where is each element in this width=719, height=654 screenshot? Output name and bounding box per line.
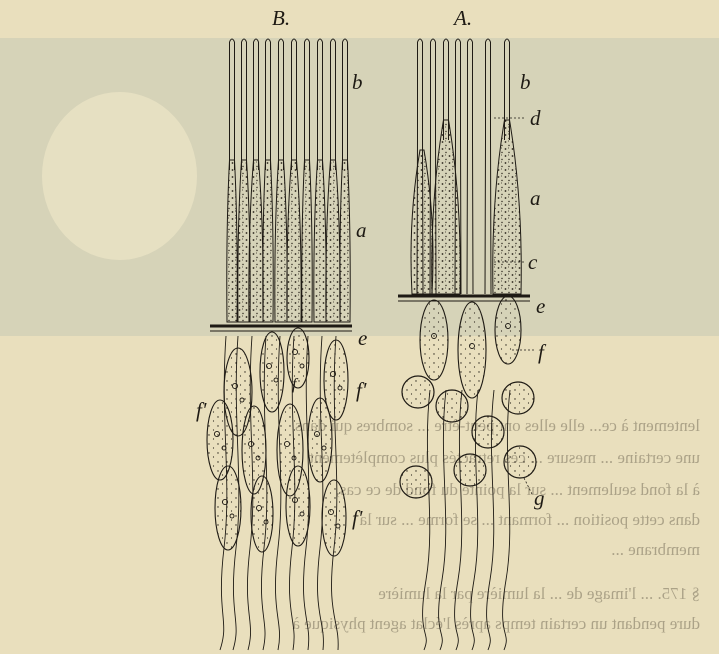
label-b-membrane: e (358, 326, 367, 351)
rod-outer-segment (242, 39, 247, 170)
nerve-fiber (423, 390, 430, 650)
cone-inner-segment (411, 150, 433, 294)
nerve-fiber (455, 390, 462, 650)
rod-outer-segment (279, 39, 284, 170)
label-b-fprime-2: f' (196, 398, 206, 423)
label-b-outer: a (356, 218, 367, 243)
rod-outer-segment (318, 39, 323, 170)
label-a-rods: b (520, 70, 531, 95)
rod-outer-segment (292, 39, 297, 170)
rod-outer-segment (343, 39, 348, 170)
label-leader (524, 478, 532, 494)
rod-outer-segment (266, 39, 271, 170)
granule-cell (472, 416, 504, 448)
label-a-f: f (538, 340, 544, 365)
spindle-cell (458, 302, 486, 398)
label-a-d: d (530, 106, 541, 131)
rod-inner-segment (326, 160, 340, 322)
panel-a-title: A. (454, 6, 472, 31)
rod-inner-segment (314, 160, 326, 322)
cell-nucleus (287, 328, 309, 388)
label-b-rods: b (352, 70, 363, 95)
rod-inner-segment (263, 160, 273, 322)
label-a-outer: a (530, 186, 541, 211)
rod-inner-segment (249, 160, 263, 322)
rod-outer-segment (468, 39, 473, 140)
cell-nucleus (286, 466, 310, 546)
rod-inner-segment (467, 140, 473, 294)
cell-nucleus (308, 398, 332, 482)
cell-nucleus (251, 476, 273, 552)
rod-inner-segment (275, 160, 287, 322)
rod-outer-segment (486, 39, 491, 140)
label-a-membrane: e (536, 294, 545, 319)
panel-b-drawing (207, 39, 352, 650)
panel-a-drawing (398, 39, 536, 650)
spindle-cell (420, 300, 448, 380)
cell-nucleus (260, 332, 284, 412)
label-b-fprime-3: f' (352, 506, 362, 531)
granule-cell (502, 382, 534, 414)
rod-outer-segment (456, 39, 461, 140)
rod-inner-segment (287, 160, 301, 322)
panel-b-title: B. (272, 6, 290, 31)
label-b-f: f (292, 376, 296, 394)
granule-cell (454, 454, 486, 486)
rod-outer-segment (418, 39, 423, 140)
granule-cell (402, 376, 434, 408)
granule-cell (436, 390, 468, 422)
rod-inner-segment (302, 160, 312, 322)
label-b-fprime-1: f' (356, 378, 366, 403)
label-a-g: g (534, 486, 545, 511)
granule-cell (400, 466, 432, 498)
rod-outer-segment (331, 39, 336, 170)
rod-inner-segment (227, 160, 237, 322)
label-a-c: c (528, 250, 537, 275)
nerve-fiber (317, 336, 323, 650)
rod-outer-segment (230, 39, 235, 170)
rod-inner-segment (485, 140, 491, 294)
nerve-fiber (439, 390, 446, 650)
rod-outer-segment (431, 39, 436, 140)
rod-inner-segment (238, 160, 250, 322)
rod-outer-segment (254, 39, 259, 170)
spindle-cell (495, 296, 521, 364)
cone-inner-segment (493, 120, 522, 294)
rod-inner-segment (340, 160, 350, 322)
granule-cell (504, 446, 536, 478)
rod-outer-segment (305, 39, 310, 170)
